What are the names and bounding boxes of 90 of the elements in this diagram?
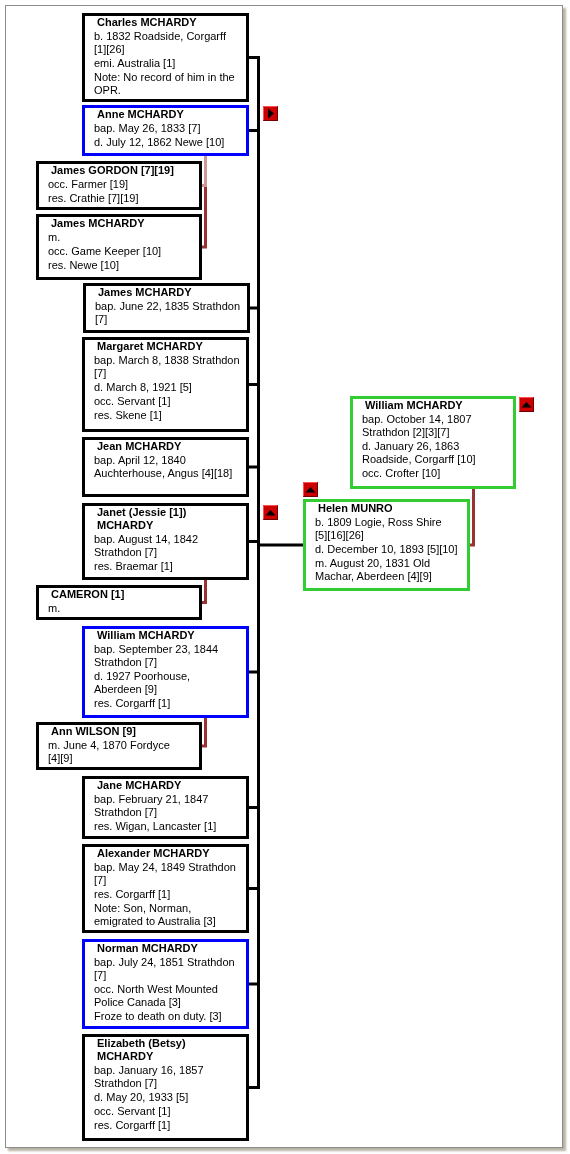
connector-line [257,541,260,545]
connector-line [202,718,207,748]
connector-line [258,543,303,547]
person-fact: bap. April 12, 1840 Auchterhouse, Angus [4][18] [94,454,234,480]
person-box [36,722,202,770]
person-fact: m. June 4, 1870 Fordyce [4][9] [48,739,171,765]
person-name: James MCHARDY [51,217,146,230]
person-fact: occ. Crofter [10] [362,467,442,480]
person-fact: m. [48,231,62,244]
connector-line [250,306,260,310]
person-fact: res. Corgarff [1] [94,888,172,901]
person-box [82,503,249,580]
connector-line [202,580,207,604]
connector-line [249,982,260,986]
connector-line [249,1086,260,1089]
person-name: Norman MCHARDY [97,942,199,955]
connector-line [249,465,260,469]
person-box [303,499,470,591]
person-fact: res. Braemar [1] [94,560,174,573]
connector-line [249,887,260,890]
person-fact: res. Newe [10] [48,259,120,272]
connector-line [204,185,207,247]
person-fact: emi. Australia [1] [94,57,177,70]
person-fact: bap. June 22, 1835 Strathdon [7] [95,300,241,326]
person-fact: d. July 12, 1862 Newe [10] [94,136,226,149]
person-name: Helen MUNRO [318,502,394,515]
person-box [82,105,249,156]
connector-line [257,807,260,889]
person-name: William MCHARDY [365,399,464,412]
connector-line [249,540,260,543]
connector-line [257,984,260,1088]
person-fact: d. December 10, 1893 [5][10] [315,543,459,556]
person-fact: occ. Servant [1] [94,395,172,408]
person-fact: res. Wigan, Lancaster [1] [94,820,218,833]
connector-line [257,545,260,672]
connector-line [249,56,260,59]
person-name: Ann WILSON [9] [51,725,137,738]
connector-line [257,130,260,308]
person-fact: Froze to death on duty. [3] [94,1010,223,1023]
person-box [82,776,249,839]
connector-line [249,129,260,132]
person-box [82,437,249,497]
connector-line [249,670,260,674]
person-fact: res. Crathie [7][19] [48,192,140,205]
person-box [82,626,249,718]
person-fact: d. March 8, 1921 [5] [94,381,193,394]
person-box [82,844,249,933]
person-fact: occ. Farmer [19] [48,178,130,191]
person-box [82,337,249,432]
person-fact: Note: No record of him in the OPR. [94,71,236,97]
person-fact: Note: Son, Norman, emigrated to Australia [3] [94,902,217,928]
person-box [82,1034,249,1141]
connector-line [257,888,260,984]
person-fact: res. Corgarff [1] [94,697,172,710]
person-name: Anne MCHARDY [97,108,185,121]
person-fact: d. May 20, 1933 [5] [94,1091,190,1104]
person-name: James MCHARDY [98,286,193,299]
connector-line [249,806,260,809]
person-name: Jean MCHARDY [97,440,183,453]
connector-line [257,672,260,808]
connector-line [202,184,207,187]
connector-line [202,245,207,249]
connector-line [249,383,260,386]
person-box [83,283,250,333]
connector-line [257,57,260,131]
connector-line [257,308,260,385]
person-name: Jane MCHARDY [97,779,183,792]
person-name: Margaret MCHARDY [97,340,204,353]
person-fact: res. Corgarff [1] [94,1119,172,1132]
person-box [82,13,249,102]
person-fact: occ. Servant [1] [94,1105,172,1118]
person-box [350,396,516,489]
person-box [36,214,202,280]
person-name: Charles MCHARDY [97,16,198,29]
person-name: Alexander MCHARDY [97,847,211,860]
person-name: CAMERON [1] [51,588,126,601]
person-name: William MCHARDY [97,629,196,642]
person-fact: res. Skene [1] [94,409,163,422]
person-fact: m. August 20, 1831 Old Machar, Aberdeen [4][9] [315,557,433,583]
person-fact: bap. May 26, 1833 [7] [94,122,202,135]
person-box [82,939,249,1029]
person-box [36,585,202,620]
connector-line [204,156,207,186]
connector-line [257,384,260,467]
person-fact: m. [48,602,62,615]
connector-line [470,489,475,547]
person-name: James GORDON [7][19] [51,164,175,177]
person-box [36,161,202,210]
connector-line [257,467,260,542]
person-fact: occ. Game Keeper [10] [48,245,163,258]
